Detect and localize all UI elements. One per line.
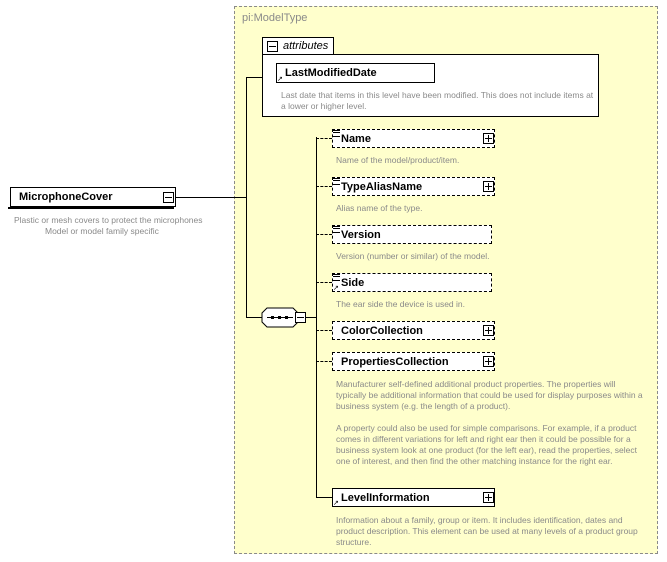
root-shadow (8, 207, 174, 209)
element-label: LevelInformation (341, 492, 430, 504)
connector-line (246, 317, 262, 318)
element-side[interactable]: Side (332, 273, 492, 292)
element-arrow-icon: ↗ (333, 285, 339, 292)
expand-icon[interactable] (483, 325, 494, 336)
simple-content-icon (333, 178, 340, 185)
element-label: ColorCollection (341, 325, 423, 337)
element-description: A property could also be used for simple… (336, 423, 637, 466)
attributes-tab[interactable]: attributes (262, 37, 334, 55)
element-description: Name of the model/product/item. (336, 155, 460, 165)
element-label: PropertiesCollection (341, 356, 449, 368)
root-element-microphonecover[interactable]: MicrophoneCover (10, 187, 176, 207)
root-description-2: Model or model family specific (45, 226, 159, 236)
element-label: Side (341, 277, 365, 289)
element-description: Version (number or similar) of the model… (336, 251, 490, 261)
element-version[interactable]: Version (332, 225, 492, 244)
connector-line (176, 197, 247, 198)
element-description: The ear side the device is used in. (336, 299, 465, 309)
element-label: Version (341, 229, 381, 241)
collapse-icon[interactable] (267, 41, 278, 52)
attribute-lastmodifieddate[interactable]: LastModifiedDate (276, 63, 435, 83)
attribute-name: LastModifiedDate (285, 67, 377, 79)
connector-line (316, 137, 317, 497)
branch-line (316, 282, 332, 283)
element-arrow-icon: ↗ (277, 76, 283, 83)
branch-line (316, 497, 332, 498)
expand-icon[interactable] (483, 492, 494, 503)
element-propertiescollection[interactable]: PropertiesCollection (332, 352, 495, 371)
attributes-label: attributes (283, 40, 329, 52)
branch-line (316, 186, 332, 187)
attribute-description: Last date that items in this level have … (281, 90, 594, 111)
root-element-name: MicrophoneCover (19, 191, 113, 203)
type-label: pi:ModelType (242, 12, 308, 24)
collapse-icon[interactable] (163, 192, 174, 203)
expand-icon[interactable] (483, 356, 494, 367)
element-colorcollection[interactable]: ColorCollection (332, 321, 495, 340)
element-label: TypeAliasName (341, 181, 423, 193)
element-name[interactable]: Name (332, 129, 495, 148)
collapse-icon[interactable] (295, 312, 306, 323)
simple-content-icon (333, 226, 340, 233)
connector-line (246, 77, 247, 318)
branch-line (316, 138, 332, 139)
connector-line (246, 77, 262, 78)
branch-line (316, 361, 332, 362)
branch-line (316, 234, 332, 235)
connector-line (306, 317, 317, 318)
expand-icon[interactable] (483, 181, 494, 192)
root-description-1: Plastic or mesh covers to protect the mi… (14, 215, 203, 225)
element-typealiasname[interactable]: TypeAliasName (332, 177, 495, 196)
sequence-icon[interactable] (260, 307, 310, 329)
element-description: Alias name of the type. (336, 203, 423, 213)
simple-content-icon (333, 274, 340, 281)
element-label: Name (341, 133, 371, 145)
element-levelinformation[interactable]: LevelInformation (332, 488, 495, 507)
branch-line (316, 330, 332, 331)
simple-content-icon (333, 130, 340, 137)
expand-icon[interactable] (483, 133, 494, 144)
element-description: Manufacturer self-defined additional pro… (336, 379, 643, 411)
element-description: Information about a family, group or ite… (336, 515, 638, 547)
element-arrow-icon: ↗ (333, 500, 339, 507)
